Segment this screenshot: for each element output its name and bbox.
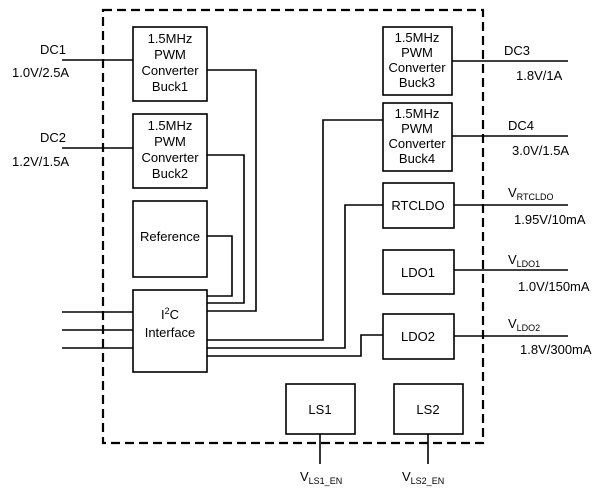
buck1-block: 1.5MHz PWM Converter Buck1	[132, 26, 208, 102]
dc4-name: DC4	[508, 118, 534, 133]
buck2-line3: Converter	[141, 150, 199, 165]
dc3-name: DC3	[504, 43, 530, 58]
ldo2-label: LDO2	[401, 329, 435, 344]
vrtcldo-spec: 1.95V/10mA	[514, 212, 586, 227]
ldo1-label: LDO1	[401, 265, 435, 280]
i2c-interface-block: I2C Interface	[132, 289, 208, 373]
rtcldo-label: RTCLDO	[391, 198, 444, 213]
vldo2-spec: 1.8V/300mA	[520, 342, 592, 357]
buck1-line1: 1.5MHz	[148, 31, 193, 46]
buck2-line1: 1.5MHz	[148, 118, 193, 133]
vrtcldo-name: VRTCLDO	[508, 185, 554, 202]
buck3-line1: 1.5MHz	[395, 30, 440, 45]
ls1-block: LS1	[285, 383, 356, 435]
buck1-line4: Buck1	[152, 79, 188, 94]
buck4-line2: PWM	[401, 121, 433, 136]
i2c-line1: I2C	[161, 306, 179, 322]
buck4-line4: Buck4	[399, 151, 435, 166]
dc1-name: DC1	[40, 42, 66, 57]
dc3-spec: 1.8V/1A	[516, 68, 563, 83]
dc2-name: DC2	[40, 130, 66, 145]
dc2-spec: 1.2V/1.5A	[12, 154, 69, 169]
buck3-line4: Buck3	[399, 75, 435, 90]
buck4-line1: 1.5MHz	[395, 106, 440, 121]
dc1-spec: 1.0V/2.5A	[12, 65, 69, 80]
reference-to-i2c-wire	[207, 235, 233, 297]
ls2-block: LS2	[393, 383, 464, 435]
buck2-line2: PWM	[154, 134, 186, 149]
buck4-block: 1.5MHz PWM Converter Buck4	[382, 102, 453, 172]
rtcldo-block: RTCLDO	[382, 182, 455, 229]
buck3-line2: PWM	[401, 45, 433, 60]
ldo1-block: LDO1	[382, 249, 455, 295]
buck1-line3: Converter	[141, 63, 199, 78]
chip-boundary	[101, 8, 485, 445]
reference-block: Reference	[132, 200, 208, 278]
buck3-block: 1.5MHz PWM Converter Buck3	[382, 26, 453, 96]
buck1-to-i2c-wire	[207, 69, 257, 312]
vldo2-name: VLDO2	[508, 316, 540, 333]
i2c-to-rtcldo-wire	[207, 204, 383, 349]
reference-label: Reference	[140, 229, 200, 244]
vls2-en-label: VLS2_EN	[402, 469, 444, 486]
ldo2-block: LDO2	[382, 313, 455, 360]
buck2-block: 1.5MHz PWM Converter Buck2	[132, 113, 208, 189]
ls1-label: LS1	[308, 402, 331, 417]
dc4-spec: 3.0V/1.5A	[512, 143, 569, 158]
i2c-to-buck4-wire	[207, 119, 383, 341]
buck2-line4: Buck2	[152, 166, 188, 181]
buck3-line3: Converter	[388, 60, 446, 75]
vldo1-name: VLDO1	[508, 252, 540, 269]
i2c-line2: Interface	[145, 325, 196, 340]
i2c-to-ldo2-wire	[207, 334, 383, 357]
buck2-to-i2c-wire	[207, 154, 245, 304]
buck4-line3: Converter	[388, 136, 446, 151]
buck1-line2: PWM	[154, 47, 186, 62]
ls2-label: LS2	[416, 402, 439, 417]
vldo1-spec: 1.0V/150mA	[518, 279, 590, 294]
vls1-en-label: VLS1_EN	[300, 469, 342, 486]
